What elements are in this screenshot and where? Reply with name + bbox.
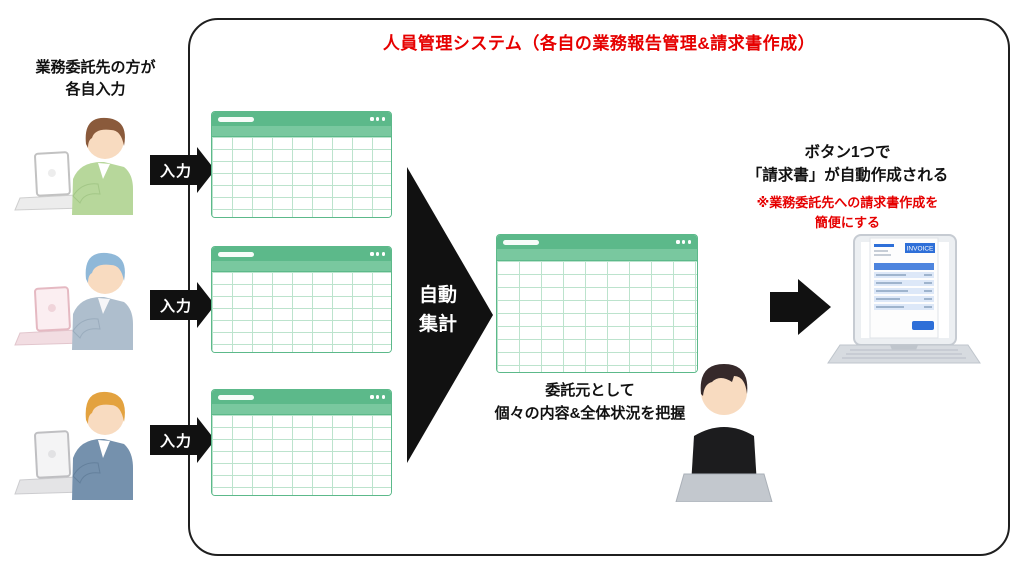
input-arrow-2: 入力	[150, 282, 216, 328]
spreadsheet-2-header-row	[212, 261, 391, 272]
spreadsheet-3-header-row	[212, 404, 391, 415]
left-caption-line1: 業務委託先の方が	[35, 59, 156, 76]
center-caption: 委託元として 個々の内容&全体状況を把握	[440, 379, 740, 426]
master-spreadsheet	[496, 234, 698, 373]
spreadsheet-3-titlebar	[212, 390, 391, 404]
spreadsheet-1	[211, 111, 392, 218]
spreadsheet-3-grid	[212, 415, 391, 495]
arrow-body	[770, 292, 798, 322]
worker-1-illustration	[14, 117, 133, 215]
arrow-head-icon	[798, 279, 831, 335]
aggregate-label: 自動 集計	[406, 281, 470, 340]
titlebar-pill-icon	[218, 116, 254, 122]
invoice-laptop-illustration: INVOICE	[827, 234, 981, 364]
master-spreadsheet-header-row	[497, 249, 697, 261]
invoice-arrow	[770, 279, 831, 335]
window-dots-icon	[370, 395, 385, 399]
left-caption: 業務委託先の方が 各自入力	[8, 57, 183, 101]
worker-2-illustration	[14, 252, 133, 350]
master-spreadsheet-titlebar	[497, 235, 697, 249]
spreadsheet-2-grid	[212, 272, 391, 352]
spreadsheet-3	[211, 389, 392, 496]
input-arrow-2-label: 入力	[150, 290, 198, 320]
center-caption-line2: 個々の内容&全体状況を把握	[494, 405, 686, 423]
input-arrow-1-label: 入力	[150, 155, 198, 185]
titlebar-pill-icon	[218, 394, 254, 400]
diagram-title: 人員管理システム（各自の業務報告管理&請求書作成）	[382, 34, 816, 53]
spreadsheet-2-titlebar	[212, 247, 391, 261]
invoice-subnote-line2: 簡便にする	[814, 215, 881, 231]
arrow-head-icon	[197, 417, 216, 463]
window-dots-icon	[676, 240, 691, 244]
spreadsheet-1-header-row	[212, 126, 391, 137]
titlebar-pill-icon	[503, 239, 539, 245]
window-dots-icon	[370, 117, 385, 121]
manager-illustration	[675, 364, 773, 502]
invoice-caption: ボタン1つで 「請求書」が自動作成される	[705, 141, 990, 188]
window-dots-icon	[370, 252, 385, 256]
input-arrow-3-label: 入力	[150, 425, 198, 455]
center-caption-line1: 委託元として	[545, 382, 635, 399]
invoice-doc-title: INVOICE	[907, 246, 934, 253]
master-spreadsheet-grid	[497, 261, 697, 372]
input-arrow-1: 入力	[150, 147, 216, 193]
invoice-subnote-line1: ※業務委託先への請求書作成を	[756, 195, 939, 210]
input-arrow-3: 入力	[150, 417, 216, 463]
invoice-subnote: ※業務委託先への請求書作成を 簡便にする	[705, 193, 990, 233]
titlebar-pill-icon	[218, 251, 254, 257]
spreadsheet-2	[211, 246, 392, 353]
left-caption-line2: 各自入力	[65, 80, 126, 98]
spreadsheet-1-titlebar	[212, 112, 391, 126]
arrow-head-icon	[197, 147, 216, 193]
invoice-caption-line2: 「請求書」が自動作成される	[746, 167, 949, 185]
aggregate-label-line2: 集計	[418, 314, 457, 336]
spreadsheet-1-grid	[212, 137, 391, 217]
aggregate-label-line1: 自動	[418, 285, 457, 306]
worker-3-illustration	[14, 391, 133, 500]
aggregate-arrow	[407, 167, 493, 463]
invoice-caption-line1: ボタン1つで	[804, 144, 891, 161]
arrow-head-icon	[197, 282, 216, 328]
